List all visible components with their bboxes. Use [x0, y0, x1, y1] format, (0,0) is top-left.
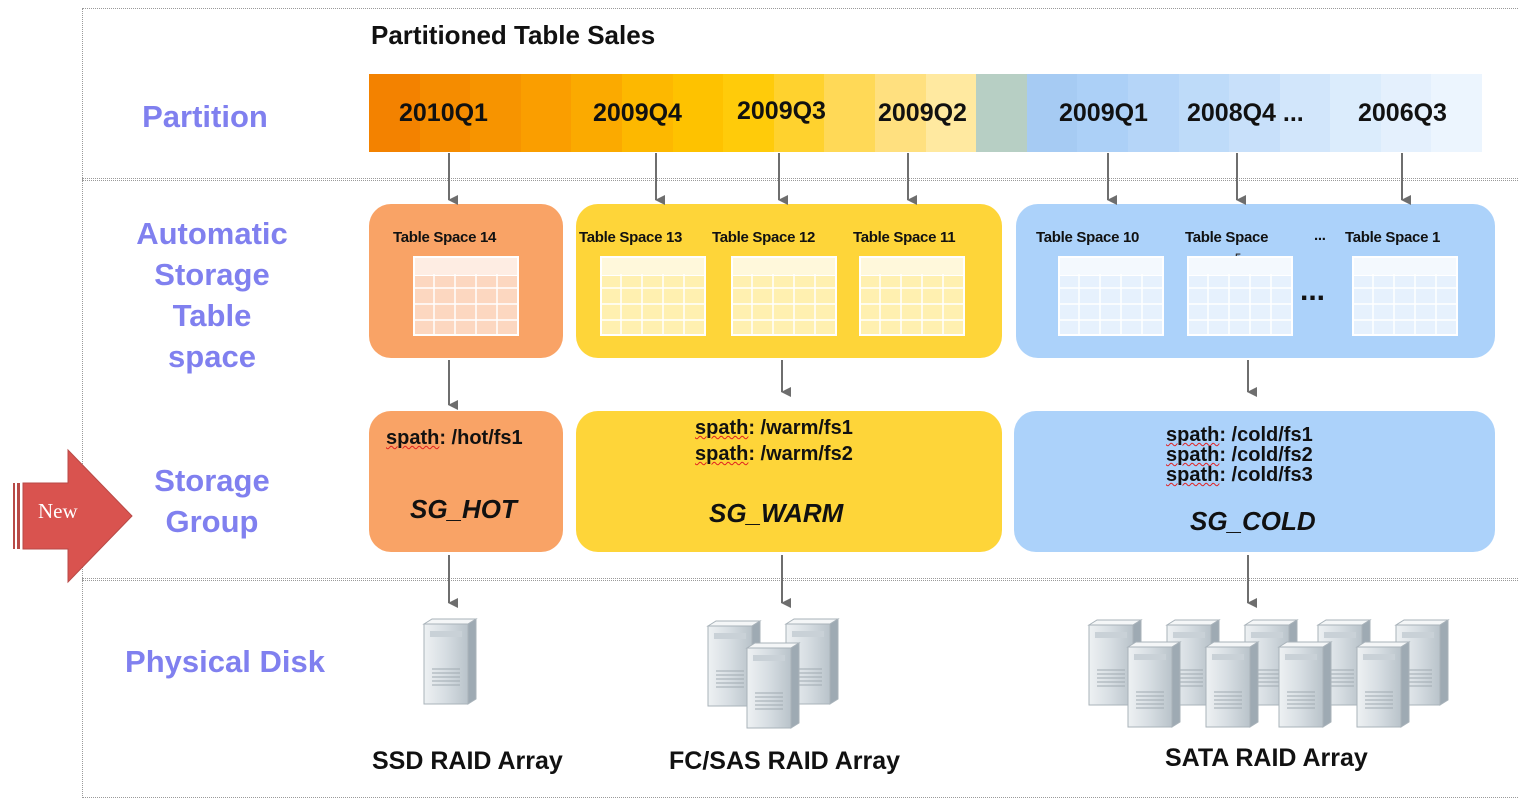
row-label-tablespace: Automatic Storage Table space	[136, 216, 288, 374]
disk-label: SATA RAID Array	[1165, 744, 1368, 772]
tablespace-label: Table Space 11	[853, 229, 956, 246]
table-grid-icon	[731, 256, 837, 336]
storage-path: spath: /hot/fs1	[386, 427, 523, 449]
storage-group-name: SG_COLD	[1190, 506, 1316, 536]
diagram-title: Partitioned Table Sales	[371, 20, 656, 50]
server-icon	[423, 618, 477, 705]
server-icon	[1127, 641, 1181, 728]
storage-path: spath: /cold/fs1	[1166, 424, 1313, 446]
server-icon	[1278, 641, 1332, 728]
storage-group-box-cold	[1014, 411, 1495, 552]
storage-path: spath: /cold/fs2	[1166, 444, 1313, 466]
section-divider	[82, 178, 1519, 181]
table-grid-icon	[600, 256, 706, 336]
partition-strip	[369, 74, 1483, 152]
tablespace-label: Table Space 13	[579, 229, 683, 246]
tablespace-label: Table Space 1	[1345, 229, 1441, 246]
server-icon	[746, 642, 800, 729]
table-grid-icon	[1352, 256, 1458, 336]
table-grid-icon	[1187, 256, 1293, 336]
disk-label: SSD RAID Array	[372, 747, 563, 775]
storage-path: spath: /warm/fs2	[695, 443, 853, 465]
partition-label: 2009Q4	[593, 99, 682, 127]
tablespace-label: Table Space 12	[712, 229, 816, 246]
partition-label: 2008Q4 ...	[1187, 99, 1304, 127]
partition-label: 2009Q1	[1059, 99, 1148, 127]
row-label-storage-group: Storage Group	[154, 463, 270, 539]
partition-label: 2009Q3	[737, 97, 826, 125]
table-grid-lines	[413, 274, 1458, 336]
storage-group-name: SG_HOT	[410, 494, 517, 524]
storage-group-name: SG_WARM	[709, 498, 844, 528]
server-icon	[1356, 641, 1410, 728]
storage-group-box-hot	[369, 411, 563, 552]
new-arrow-icon	[13, 448, 133, 584]
tablespace-label: Table Space	[1185, 229, 1269, 246]
disk-label: FC/SAS RAID Array	[669, 747, 901, 775]
partition-label: 2006Q3	[1358, 99, 1447, 127]
row-label-partition: Partition	[142, 99, 268, 134]
partition-label: 2010Q1	[399, 99, 488, 127]
table-grid-icon	[413, 256, 519, 336]
row-label-physical-disk: Physical Disk	[125, 644, 325, 679]
server-icon	[1205, 641, 1259, 728]
storage-path: spath: /cold/fs3	[1166, 464, 1313, 486]
section-divider	[82, 578, 1519, 581]
tablespace-label: Table Space 14	[393, 229, 497, 246]
table-grid-icon	[859, 256, 965, 336]
tablespace-label: ...	[1314, 227, 1326, 244]
new-badge-label: New	[38, 499, 78, 523]
partition-label: 2009Q2	[878, 99, 967, 127]
tablespace-label: Table Space 10	[1036, 229, 1140, 246]
storage-path: spath: /warm/fs1	[695, 417, 853, 439]
storage-group-box-warm	[576, 411, 1002, 552]
table-grid-icon	[1058, 256, 1164, 336]
tablespace-ellipsis: ...	[1300, 274, 1326, 307]
